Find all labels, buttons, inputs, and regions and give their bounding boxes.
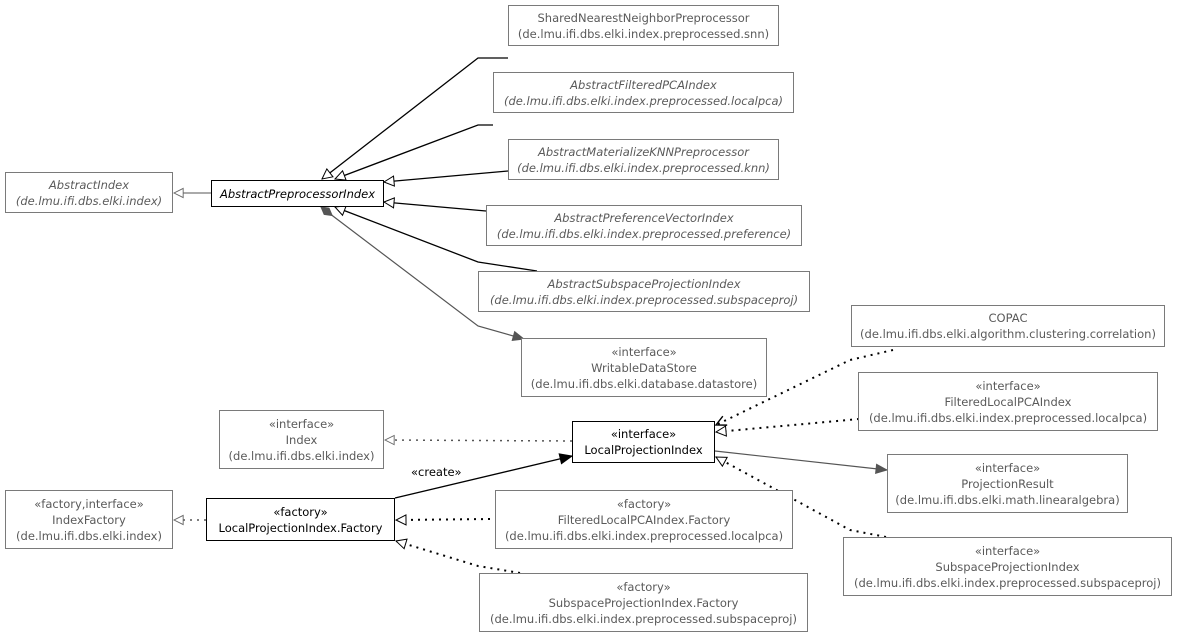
interface-filtered-local-pca-index[interactable]: «interface» FilteredLocalPCAIndex (de.lm… xyxy=(858,372,1158,431)
package-name: (de.lmu.ifi.dbs.elki.index.preprocessed.… xyxy=(504,528,784,543)
class-abstract-preference-vector-index[interactable]: AbstractPreferenceVectorIndex (de.lmu.if… xyxy=(486,205,802,246)
package-name: (de.lmu.ifi.dbs.elki.index) xyxy=(228,448,375,463)
class-name: SubspaceProjectionIndex xyxy=(935,559,1080,574)
edge-realization-filteredpcafactory xyxy=(396,519,491,520)
stereotype: «interface» xyxy=(611,344,677,359)
stereotype: «factory» xyxy=(273,504,328,519)
package-name: (de.lmu.ifi.dbs.elki.math.linearalgebra) xyxy=(895,492,1120,507)
package-name: (de.lmu.ifi.dbs.elki.index) xyxy=(16,528,162,543)
interface-index[interactable]: «interface» Index (de.lmu.ifi.dbs.elki.i… xyxy=(219,410,384,469)
class-name: AbstractSubspaceProjectionIndex xyxy=(547,276,741,291)
stereotype: «factory» xyxy=(616,496,672,511)
edge-dependency-copac xyxy=(716,349,894,426)
class-shared-nearest-neighbor-preprocessor[interactable]: SharedNearestNeighborPreprocessor (de.lm… xyxy=(508,5,779,46)
package-name: (de.lmu.ifi.dbs.elki.algorithm.clusterin… xyxy=(860,327,1156,341)
package-name: (de.lmu.ifi.dbs.elki.index) xyxy=(15,193,163,208)
stereotype: «factory,interface» xyxy=(34,496,144,511)
class-name: AbstractMaterializeKNNPreprocessor xyxy=(538,144,749,159)
class-name: AbstractPreprocessorIndex xyxy=(219,186,376,201)
class-name: SharedNearestNeighborPreprocessor xyxy=(537,10,750,25)
class-copac[interactable]: COPAC (de.lmu.ifi.dbs.elki.algorithm.clu… xyxy=(851,305,1165,347)
edge-realization-index xyxy=(385,440,573,441)
class-name: Index xyxy=(285,432,318,447)
stereotype: «interface» xyxy=(610,427,677,441)
interface-local-projection-index[interactable]: «interface» LocalProjectionIndex xyxy=(572,421,715,463)
class-name: LocalProjectionIndex xyxy=(584,443,703,457)
package-name: (de.lmu.ifi.dbs.elki.index.preprocessed.… xyxy=(854,575,1161,590)
interface-subspace-projection-index[interactable]: «interface» SubspaceProjectionIndex (de.… xyxy=(843,537,1172,596)
edge-realization-filteredlocalpca xyxy=(716,418,860,432)
class-name: FilteredLocalPCAIndex.Factory xyxy=(557,512,731,527)
package-name: (de.lmu.ifi.dbs.elki.index.preprocessed.… xyxy=(517,160,770,175)
interface-projection-result[interactable]: «interface» ProjectionResult (de.lmu.ifi… xyxy=(887,454,1128,513)
interface-local-projection-index-factory[interactable]: «factory» LocalProjectionIndex.Factory xyxy=(206,498,395,541)
package-name: (de.lmu.ifi.dbs.elki.index.preprocessed.… xyxy=(503,93,783,108)
class-abstract-preprocessor-index[interactable]: AbstractPreprocessorIndex xyxy=(211,180,384,207)
class-name: COPAC xyxy=(988,311,1028,325)
class-name: SubspaceProjectionIndex.Factory xyxy=(548,595,739,610)
stereotype: «factory» xyxy=(616,579,671,594)
edge-association-projectionresult xyxy=(714,450,887,470)
package-name: (de.lmu.ifi.dbs.elki.database.datastore) xyxy=(530,376,758,391)
stereotype: «interface» xyxy=(975,378,1041,393)
class-name: WritableDataStore xyxy=(591,360,697,375)
package-name: (de.lmu.ifi.dbs.elki.index.preprocessed.… xyxy=(496,226,792,241)
class-name: FilteredLocalPCAIndex xyxy=(944,394,1072,409)
edge-realization-subspaceprojindex xyxy=(716,456,887,538)
edge-create xyxy=(394,456,572,499)
create-edge-label: «create» xyxy=(411,465,462,479)
package-name: (de.lmu.ifi.dbs.elki.index.preprocessed.… xyxy=(517,26,770,41)
class-abstract-index[interactable]: AbstractIndex (de.lmu.ifi.dbs.elki.index… xyxy=(5,172,173,213)
edge-aggregation-datastore xyxy=(321,207,524,339)
class-abstract-subspace-projection-index[interactable]: AbstractSubspaceProjectionIndex (de.lmu.… xyxy=(478,271,810,312)
class-name: AbstractFilteredPCAIndex xyxy=(570,77,717,92)
stereotype: «interface» xyxy=(974,460,1041,475)
class-name: AbstractPreferenceVectorIndex xyxy=(554,210,734,225)
interface-subspace-projection-index-factory[interactable]: «factory» SubspaceProjectionIndex.Factor… xyxy=(479,573,808,632)
interface-writable-data-store[interactable]: «interface» WritableDataStore (de.lmu.if… xyxy=(521,338,767,397)
edge-generalization-preference xyxy=(384,202,487,212)
edge-realization-subspacefactory xyxy=(396,541,521,574)
class-name: IndexFactory xyxy=(52,512,126,527)
edge-generalization-snn xyxy=(322,57,508,179)
interface-index-factory[interactable]: «factory,interface» IndexFactory (de.lmu… xyxy=(5,490,173,549)
class-name: ProjectionResult xyxy=(961,476,1054,491)
stereotype: «interface» xyxy=(974,543,1041,558)
package-name: (de.lmu.ifi.dbs.elki.index.preprocessed.… xyxy=(490,611,797,626)
package-name: (de.lmu.ifi.dbs.elki.index.preprocessed.… xyxy=(868,410,1148,425)
package-name: (de.lmu.ifi.dbs.elki.index.preprocessed.… xyxy=(489,292,799,307)
stereotype: «interface» xyxy=(268,416,335,431)
edge-generalization-knn xyxy=(384,170,509,182)
class-filtered-local-pca-index-factory[interactable]: «factory» FilteredLocalPCAIndex.Factory … xyxy=(495,490,793,549)
edge-generalization-filteredpca xyxy=(335,124,493,179)
class-abstract-materialize-knn-preprocessor[interactable]: AbstractMaterializeKNNPreprocessor (de.l… xyxy=(508,139,779,180)
class-name: AbstractIndex xyxy=(48,177,130,192)
class-abstract-filtered-pca-index[interactable]: AbstractFilteredPCAIndex (de.lmu.ifi.dbs… xyxy=(493,72,794,113)
class-name: LocalProjectionIndex.Factory xyxy=(218,520,383,535)
